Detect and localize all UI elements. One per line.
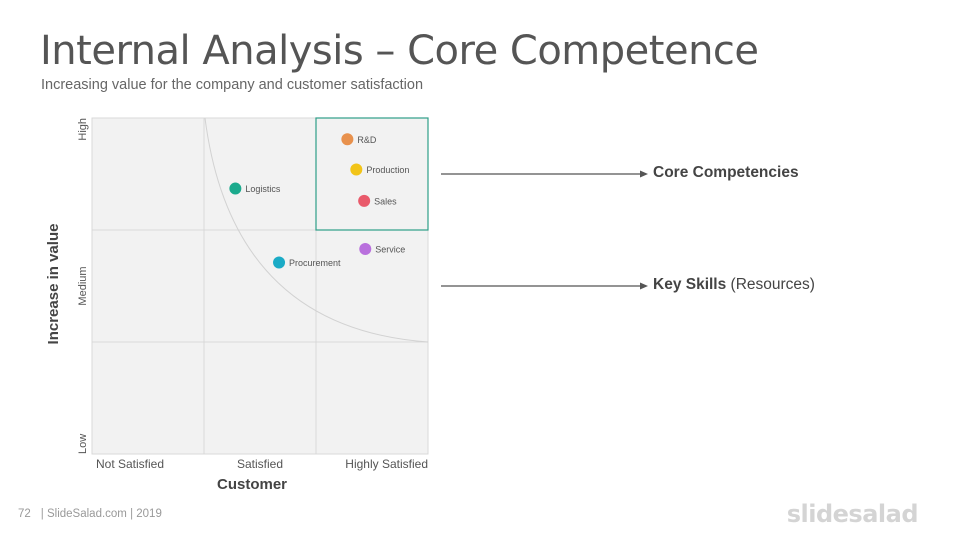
key-skills-text: (Resources) <box>726 276 815 293</box>
y-tick-label: Low <box>77 434 89 454</box>
arrow-head <box>640 282 648 290</box>
x-tick-label: Satisfied <box>237 457 283 471</box>
key-skills-label: Key Skills <box>653 276 727 293</box>
y-tick-label: High <box>77 118 89 141</box>
data-point-label: Procurement <box>289 258 341 268</box>
decorative-curve <box>204 117 429 343</box>
data-point <box>358 194 371 207</box>
page-number: 72 <box>18 508 31 520</box>
data-point-label: Logistics <box>245 184 281 194</box>
core-competence-highlight-box <box>315 117 429 231</box>
key-skills-annotation: Key Skills (Resources) <box>653 276 815 294</box>
data-point-label: Production <box>366 165 409 175</box>
x-tick-label: Not Satisfied <box>96 457 164 471</box>
slidesalad-logo: slidesalad <box>786 500 919 528</box>
data-point-label: Service <box>375 245 405 255</box>
y-tick-label: Medium <box>77 266 89 305</box>
footer: 72 | SlideSalad.com | 2019 <box>18 508 162 520</box>
y-axis-title: Increase in value <box>45 224 62 345</box>
slide-subtitle: Increasing value for the company and cus… <box>41 77 424 93</box>
core-competencies-annotation: Core Competencies <box>653 164 799 182</box>
data-point <box>229 182 242 195</box>
plot-background <box>91 117 429 455</box>
data-point-label: Sales <box>374 196 397 206</box>
data-point <box>350 163 363 176</box>
arrow-head <box>640 170 648 178</box>
x-tick-label: Highly Satisfied <box>345 457 428 471</box>
x-axis-title: Customer <box>217 476 287 493</box>
data-point <box>341 133 354 146</box>
data-point <box>273 256 286 269</box>
data-point-label: R&D <box>357 135 377 145</box>
data-point <box>359 243 372 256</box>
footer-source: | SlideSalad.com | 2019 <box>40 508 162 520</box>
slide-title: Internal Analysis – Core Competence <box>40 28 759 74</box>
core-competencies-label: Core Competencies <box>653 164 799 181</box>
